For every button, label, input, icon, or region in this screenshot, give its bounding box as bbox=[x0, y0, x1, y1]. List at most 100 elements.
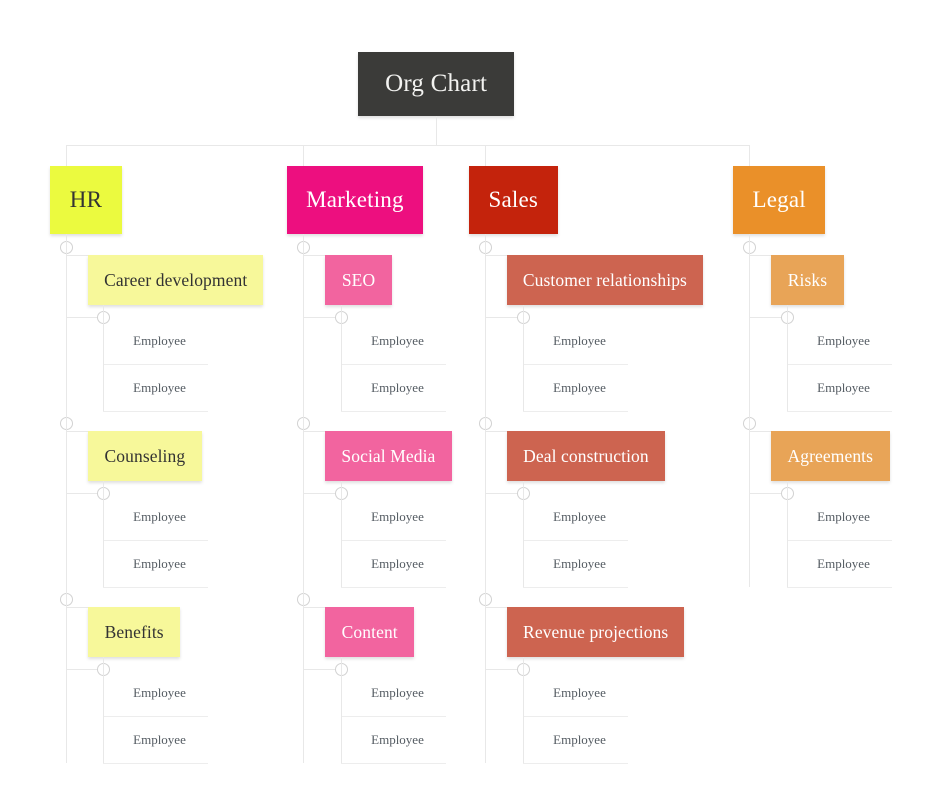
leaf-separator bbox=[787, 587, 892, 588]
department-node[interactable]: Marketing bbox=[287, 166, 423, 234]
employee-leaf[interactable]: Employee bbox=[133, 379, 186, 395]
connector-leaf-branch bbox=[66, 317, 103, 318]
leaf-separator bbox=[103, 763, 208, 764]
connector-leaf-rail bbox=[787, 305, 788, 411]
employee-leaf[interactable]: Employee bbox=[371, 508, 424, 524]
employee-leaf[interactable]: Employee bbox=[371, 731, 424, 747]
leaf-separator bbox=[103, 540, 208, 541]
connector-dept-rail bbox=[66, 234, 67, 763]
leaf-separator bbox=[103, 716, 208, 717]
connector-leaf-branch bbox=[303, 669, 341, 670]
leaf-separator bbox=[523, 540, 628, 541]
connector-leaf-branch bbox=[485, 669, 523, 670]
employee-leaf[interactable]: Employee bbox=[371, 555, 424, 571]
connector-team-stub bbox=[749, 431, 771, 432]
connector-team-stub bbox=[303, 607, 325, 608]
leaf-separator bbox=[523, 763, 628, 764]
connector-team-stub bbox=[485, 607, 507, 608]
connector-leaf-rail bbox=[341, 657, 342, 763]
connector-leaf-rail bbox=[523, 657, 524, 763]
connector-leaf-branch bbox=[749, 493, 787, 494]
team-node[interactable]: Career development bbox=[88, 255, 264, 305]
connector-dept-drop bbox=[303, 145, 304, 166]
root-node[interactable]: Org Chart bbox=[358, 52, 515, 116]
connector-leaf-rail bbox=[103, 481, 104, 587]
department-node[interactable]: HR bbox=[50, 166, 122, 234]
connector-team-stub bbox=[66, 255, 88, 256]
department-node[interactable]: Legal bbox=[733, 166, 826, 234]
employee-leaf[interactable]: Employee bbox=[817, 555, 870, 571]
team-node[interactable]: Customer relationships bbox=[507, 255, 703, 305]
leaf-separator bbox=[523, 716, 628, 717]
employee-leaf[interactable]: Employee bbox=[553, 555, 606, 571]
connector-leaf-branch bbox=[303, 317, 341, 318]
connector-leaf-branch bbox=[66, 669, 103, 670]
connector-leaf-rail bbox=[103, 305, 104, 411]
team-node[interactable]: Counseling bbox=[88, 431, 202, 481]
leaf-separator bbox=[341, 364, 446, 365]
employee-leaf[interactable]: Employee bbox=[553, 684, 606, 700]
connector-leaf-branch bbox=[485, 493, 523, 494]
leaf-separator bbox=[103, 411, 208, 412]
team-node[interactable]: Social Media bbox=[325, 431, 452, 481]
leaf-separator bbox=[341, 587, 446, 588]
employee-leaf[interactable]: Employee bbox=[553, 731, 606, 747]
leaf-separator bbox=[341, 763, 446, 764]
employee-leaf[interactable]: Employee bbox=[817, 508, 870, 524]
leaf-separator bbox=[523, 587, 628, 588]
connector-team-stub bbox=[303, 431, 325, 432]
connector-team-stub bbox=[485, 431, 507, 432]
employee-leaf[interactable]: Employee bbox=[133, 555, 186, 571]
team-node[interactable]: Benefits bbox=[88, 607, 181, 657]
department-node[interactable]: Sales bbox=[469, 166, 558, 234]
employee-leaf[interactable]: Employee bbox=[817, 379, 870, 395]
leaf-separator bbox=[341, 411, 446, 412]
connector-root-stem bbox=[436, 116, 437, 145]
employee-leaf[interactable]: Employee bbox=[553, 332, 606, 348]
employee-leaf[interactable]: Employee bbox=[133, 332, 186, 348]
connector-leaf-rail bbox=[523, 481, 524, 587]
connector-team-stub bbox=[749, 255, 771, 256]
employee-leaf[interactable]: Employee bbox=[133, 684, 186, 700]
connector-bus bbox=[66, 145, 749, 146]
connector-dept-drop bbox=[66, 145, 67, 166]
leaf-separator bbox=[103, 587, 208, 588]
connector-team-stub bbox=[66, 607, 88, 608]
connector-dept-rail bbox=[749, 234, 750, 587]
employee-leaf[interactable]: Employee bbox=[371, 684, 424, 700]
team-node[interactable]: Deal construction bbox=[507, 431, 665, 481]
team-node[interactable]: Revenue projections bbox=[507, 607, 685, 657]
connector-leaf-rail bbox=[523, 305, 524, 411]
leaf-separator bbox=[523, 411, 628, 412]
team-node[interactable]: Risks bbox=[771, 255, 844, 305]
connector-dept-drop bbox=[485, 145, 486, 166]
connector-leaf-rail bbox=[103, 657, 104, 763]
leaf-separator bbox=[787, 540, 892, 541]
connector-dept-rail bbox=[303, 234, 304, 763]
connector-leaf-branch bbox=[485, 317, 523, 318]
connector-dept-drop bbox=[749, 145, 750, 166]
connector-leaf-rail bbox=[787, 481, 788, 587]
employee-leaf[interactable]: Employee bbox=[371, 379, 424, 395]
employee-leaf[interactable]: Employee bbox=[817, 332, 870, 348]
employee-leaf[interactable]: Employee bbox=[133, 508, 186, 524]
connector-leaf-rail bbox=[341, 305, 342, 411]
connector-team-stub bbox=[66, 431, 88, 432]
connector-team-stub bbox=[303, 255, 325, 256]
employee-leaf[interactable]: Employee bbox=[133, 731, 186, 747]
employee-leaf[interactable]: Employee bbox=[371, 332, 424, 348]
leaf-separator bbox=[787, 364, 892, 365]
connector-leaf-rail bbox=[341, 481, 342, 587]
leaf-separator bbox=[341, 716, 446, 717]
connector-leaf-branch bbox=[66, 493, 103, 494]
employee-leaf[interactable]: Employee bbox=[553, 508, 606, 524]
team-node[interactable]: Agreements bbox=[771, 431, 890, 481]
team-node[interactable]: Content bbox=[325, 607, 415, 657]
leaf-separator bbox=[523, 364, 628, 365]
connector-team-stub bbox=[485, 255, 507, 256]
team-node[interactable]: SEO bbox=[325, 255, 393, 305]
connector-leaf-branch bbox=[303, 493, 341, 494]
employee-leaf[interactable]: Employee bbox=[553, 379, 606, 395]
leaf-separator bbox=[787, 411, 892, 412]
